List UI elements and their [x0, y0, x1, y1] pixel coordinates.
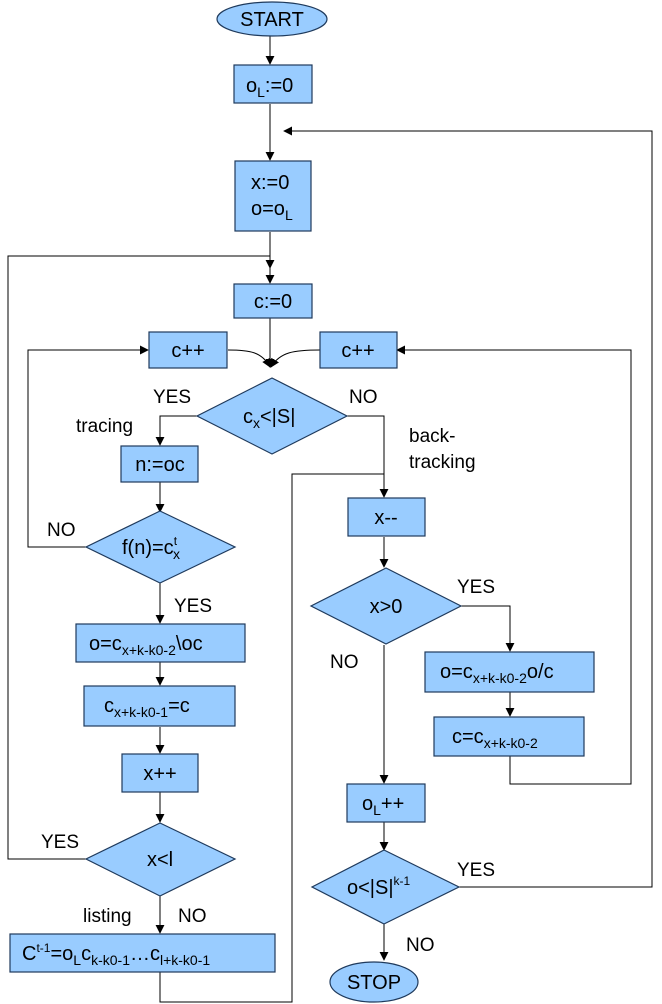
assign-o-back-text: o=cx+k-k0-2o/c [440, 661, 554, 686]
assign-n-node: n:=oc [120, 445, 199, 483]
assign-o-back-node: o=cx+k-k0-2o/c [424, 651, 595, 693]
connectors [7, 36, 653, 1003]
inc-x-node: x++ [121, 753, 199, 793]
output-node: Ct-1=oLck-k0-1…cl+k-k0-1 [9, 933, 276, 973]
edge-c-back-to-inc-c-right [396, 345, 632, 785]
label-no-ol: NO [406, 935, 435, 956]
assign-o-trace-node: o=cx+k-k0-2\oc [75, 623, 246, 663]
label-backtracking-1: back- [409, 426, 455, 447]
cond-x0-text: x>0 [370, 596, 403, 618]
start-label: START [240, 9, 304, 31]
cond-cx-node: cx<|S| [195, 377, 349, 455]
label-no-x0: NO [330, 652, 359, 673]
cond-cx-text: cx<|S| [243, 406, 295, 431]
cond-ol-node: o<|S|k-1 [310, 849, 461, 925]
label-no-fn: NO [47, 520, 76, 541]
label-backtracking-2: tracking [409, 452, 476, 473]
edge-cond-fn-no [27, 345, 149, 548]
cond-x0-node: x>0 [309, 567, 463, 645]
label-yes-xl: YES [41, 832, 79, 853]
edge-cond-xl-yes [7, 255, 275, 860]
init-x-o-node: x:=0 o=oL [234, 160, 312, 232]
assign-n-text: n:=oc [135, 454, 184, 476]
edge-inc-c-left-to-cond [227, 349, 271, 368]
assign-c-back-text: c=cx+k-k0-2 [452, 726, 538, 751]
label-yes-fn: YES [174, 596, 212, 617]
init-x-text: x:=0 [251, 172, 289, 194]
inc-c-right-text: c++ [341, 340, 374, 362]
output-text: Ct-1=oLck-k0-1…cl+k-k0-1 [22, 941, 210, 968]
init-o-text: o=oL [251, 198, 293, 223]
label-yes-x0: YES [457, 577, 495, 598]
label-tracing: tracing [76, 416, 133, 437]
cond-xl-node: x<l [84, 822, 237, 897]
init-ol-node: oL:=0 [233, 64, 313, 104]
label-listing: listing [83, 906, 132, 927]
edge-inc-c-right-to-cond [270, 349, 321, 368]
cond-ol-text: o<|S|k-1 [347, 874, 411, 899]
inc-c-left-text: c++ [171, 340, 204, 362]
label-yes-cx: YES [153, 387, 191, 408]
start-terminal: START [216, 1, 328, 37]
assign-c-trace-text: cx+k-k0-1=c [104, 695, 190, 720]
edge-cond-x0-yes [459, 605, 515, 652]
inc-c-left-node: c++ [148, 331, 228, 369]
stop-terminal: STOP [329, 961, 419, 1003]
init-ol-text: oL:=0 [246, 75, 293, 100]
edge-cond-ol-yes [283, 126, 653, 888]
inc-ol-text: oL++ [362, 793, 404, 818]
cond-xl-text: x<l [147, 849, 173, 871]
edge-cond-cx-yes [155, 415, 197, 446]
dec-x-node: x-- [347, 497, 426, 537]
label-no-cx: NO [349, 387, 378, 408]
label-no-xl: NO [178, 906, 207, 927]
inc-x-text: x++ [143, 763, 176, 785]
inc-ol-node: oL++ [346, 783, 426, 823]
dec-x-text: x-- [374, 507, 397, 529]
edge-cond-cx-no [347, 415, 389, 498]
edge-labels: YES NO tracing back- tracking NO YES YES… [41, 387, 495, 956]
inc-c-right-node: c++ [319, 331, 398, 369]
init-c-text: c:=0 [254, 291, 292, 313]
label-yes-ol: YES [457, 860, 495, 881]
assign-c-trace-node: cx+k-k0-1=c [83, 685, 236, 727]
stop-label: STOP [347, 972, 401, 994]
assign-c-back-node: c=cx+k-k0-2 [433, 716, 585, 757]
edge-output-to-dec-x [159, 473, 385, 1003]
assign-o-trace-text: o=cx+k-k0-2\oc [89, 633, 203, 658]
init-c-node: c:=0 [233, 283, 313, 319]
